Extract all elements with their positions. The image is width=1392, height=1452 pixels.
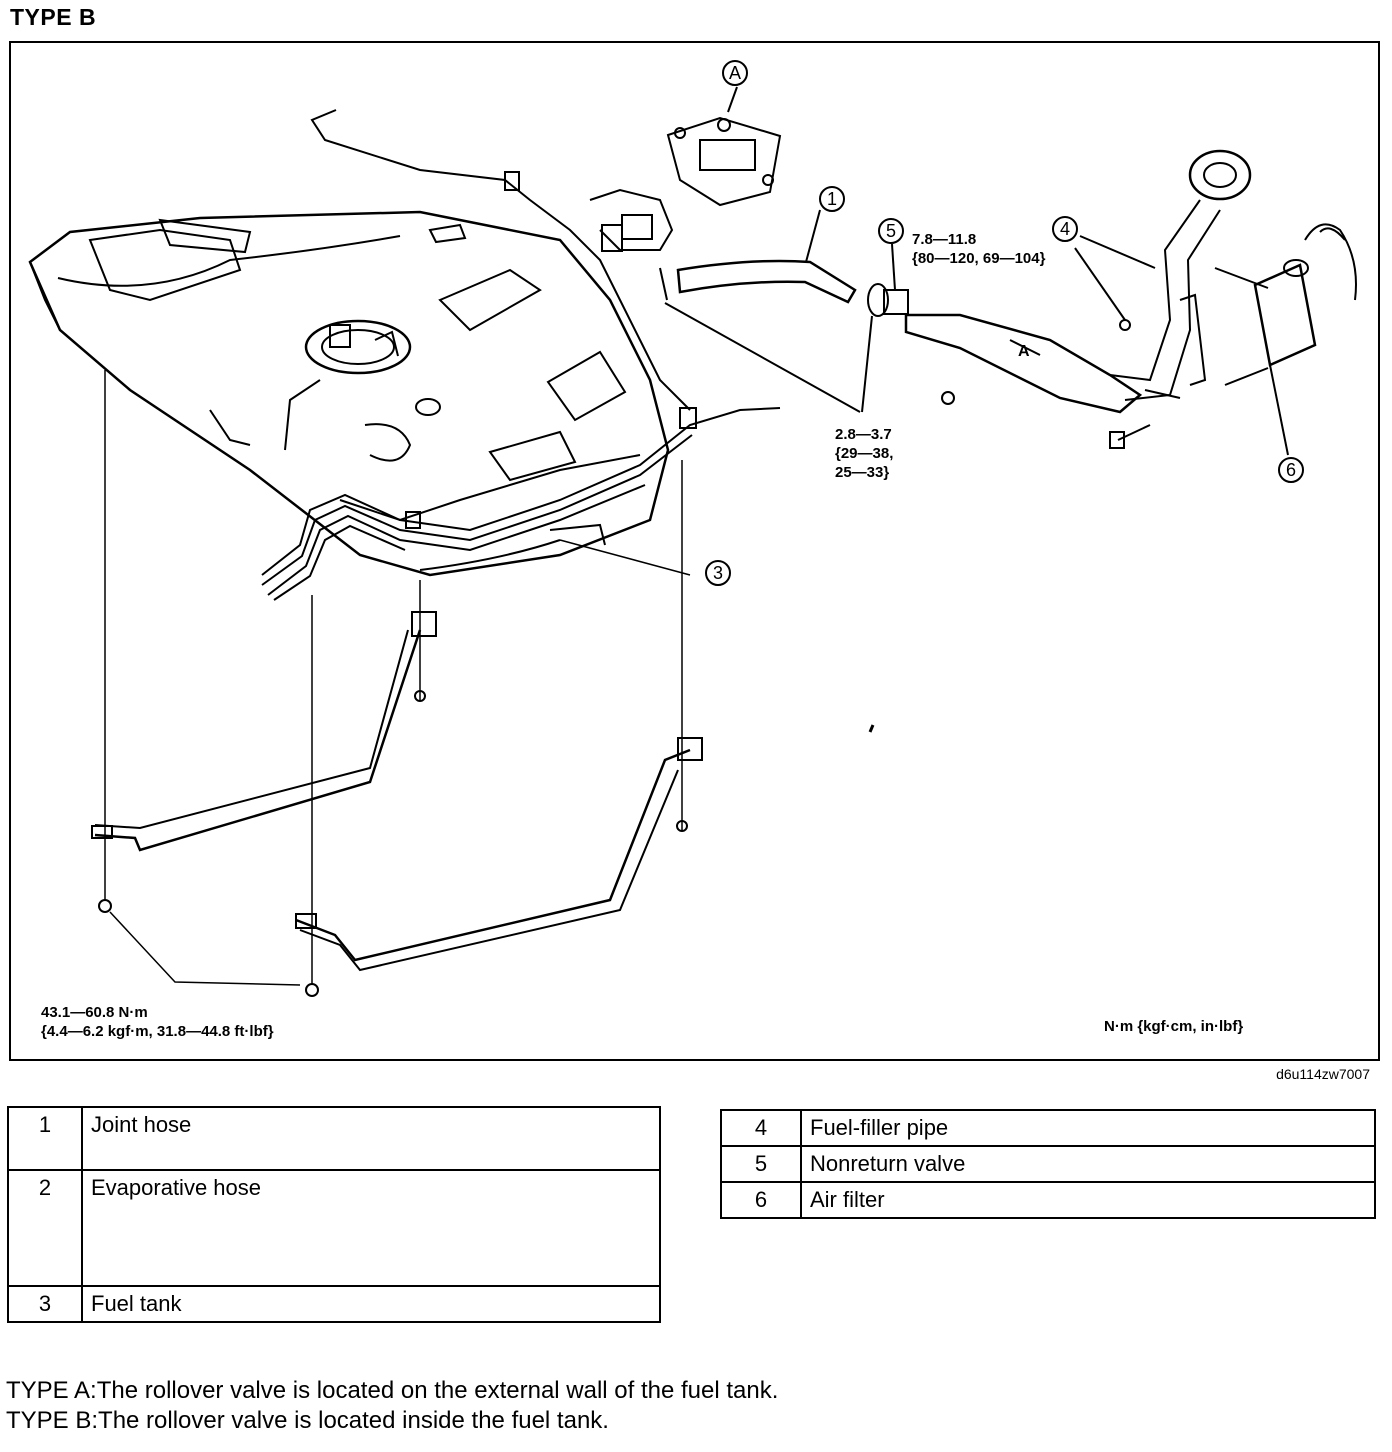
callout-5: 5 (878, 218, 904, 244)
part-number: 4 (720, 1109, 802, 1147)
parts-table-right: 4 Fuel-filler pipe 5 Nonreturn valve 6 A… (720, 1109, 1376, 1219)
table-row: 5 Nonreturn valve (720, 1145, 1376, 1183)
callout-6: 6 (1278, 457, 1304, 483)
part-number: 1 (7, 1106, 83, 1171)
torque-tank-strap: 43.1—60.8 N·m {4.4—6.2 kgf·m, 31.8—44.8 … (41, 1004, 274, 1040)
table-row: 4 Fuel-filler pipe (720, 1109, 1376, 1147)
exploded-diagram (28, 86, 1357, 997)
rollover-valve-drawing (666, 86, 782, 207)
note-type-a: TYPE A:The rollover valve is located on … (6, 1377, 779, 1404)
diagram-frame (9, 41, 1380, 1061)
bolts-drawing (98, 370, 1181, 997)
part-number: 3 (7, 1285, 83, 1323)
callout-3: 3 (705, 560, 731, 586)
fuel-pump-drawing (304, 319, 412, 375)
part-name: Fuel-filler pipe (800, 1109, 1376, 1147)
part-number: 5 (720, 1145, 802, 1183)
part-name: Nonreturn valve (800, 1145, 1376, 1183)
parts-table-left: 1 Joint hose 2 Evaporative hose 3 Fuel t… (7, 1106, 661, 1323)
part-name: Evaporative hose (81, 1169, 661, 1287)
tank-strap-front-drawing (91, 611, 437, 852)
tank-strap-rear-drawing (295, 737, 703, 972)
part-number: 2 (7, 1169, 83, 1287)
torque-units: N·m {kgf·cm, in·lbf} (1104, 1018, 1244, 1035)
page-title: TYPE B (10, 4, 97, 30)
image-code: d6u114zw7007 (1276, 1066, 1370, 1082)
joint-hose-drawing (659, 209, 861, 413)
callout-4: 4 (1052, 216, 1078, 242)
callout-a: A (722, 60, 748, 86)
part-name: Fuel tank (81, 1285, 661, 1323)
torque-joint-hose: 2.8—3.7 {29—38, 25—33} (835, 426, 894, 481)
fuel-tank-drawing (28, 210, 670, 577)
table-row: 2 Evaporative hose (7, 1169, 661, 1287)
table-row: 3 Fuel tank (7, 1285, 661, 1323)
note-type-b: TYPE B:The rollover valve is located ins… (6, 1407, 609, 1434)
detail-a-label: A (1018, 343, 1030, 360)
fuel-filler-pipe-drawing (904, 149, 1252, 449)
part-number: 6 (720, 1181, 802, 1219)
nonreturn-valve-drawing (861, 243, 909, 413)
air-filter-drawing (1214, 223, 1357, 456)
table-row: 6 Air filter (720, 1181, 1376, 1219)
part-name: Air filter (800, 1181, 1376, 1219)
fuel-lines-drawing (261, 109, 781, 601)
torque-nonreturn: 7.8—11.8 {80—120, 69—104} (912, 231, 1046, 267)
callout-1: 1 (819, 186, 845, 212)
part-name: Joint hose (81, 1106, 661, 1171)
table-row: 1 Joint hose (7, 1106, 661, 1171)
